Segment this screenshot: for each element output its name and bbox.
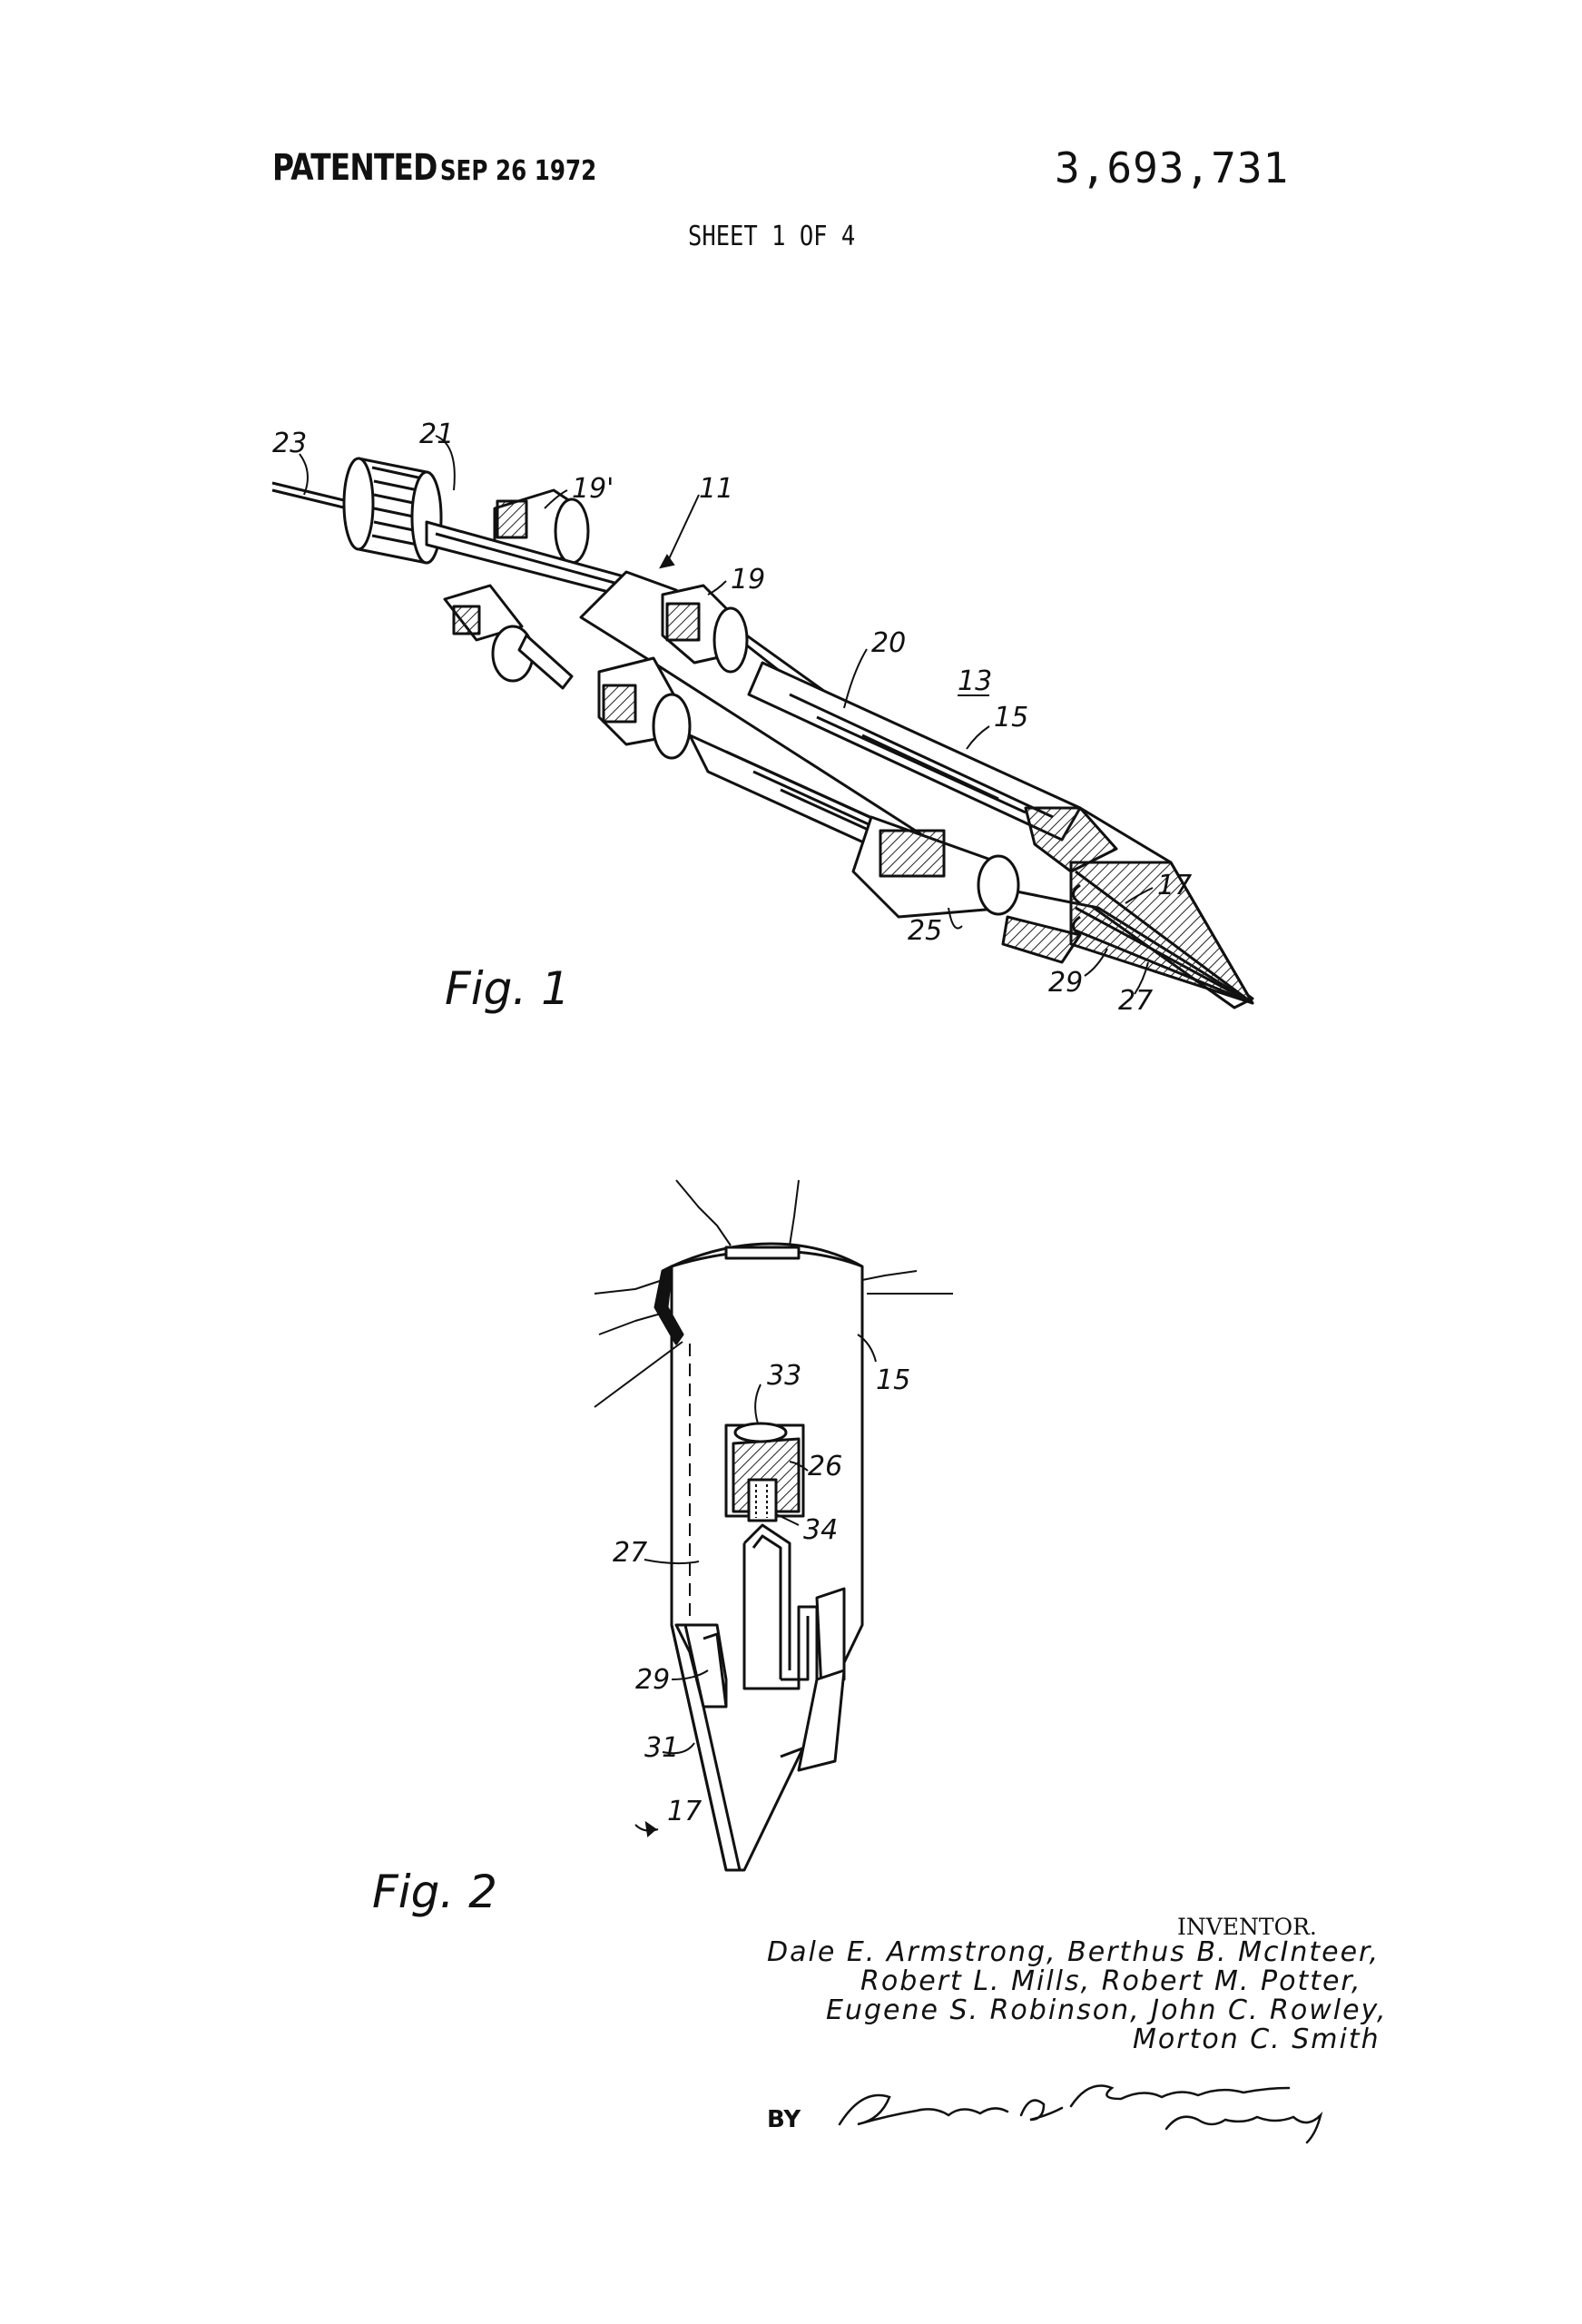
inventor-heading: INVENTOR. bbox=[1177, 1914, 1317, 1940]
ref-34: 34 bbox=[803, 1514, 838, 1546]
fig1-caption: Fig. 1 bbox=[445, 962, 570, 1015]
inventor-names-line-2: Robert L. Mills, Robert M. Potter, bbox=[860, 1965, 1362, 1997]
patented-label: PATENTED bbox=[272, 147, 437, 189]
ref-17: 17 bbox=[1157, 870, 1192, 901]
ref-15: 15 bbox=[994, 702, 1028, 734]
ref-29-fig2: 29 bbox=[635, 1664, 670, 1696]
fig1-drawing bbox=[271, 457, 1254, 1009]
ref-33: 33 bbox=[767, 1360, 801, 1392]
ref-25: 25 bbox=[908, 915, 942, 947]
inventor-names-line-3: Eugene S. Robinson, John C. Rowley, bbox=[826, 1994, 1388, 2026]
inventor-names-line-1: Dale E. Armstrong, Berthus B. McInteer, bbox=[767, 1936, 1381, 1968]
patent-number: 3,693,731 bbox=[1055, 143, 1290, 192]
ref-19-prime: 19' bbox=[572, 473, 614, 505]
ref-20: 20 bbox=[871, 627, 906, 659]
ref-31: 31 bbox=[644, 1732, 679, 1764]
fig2-drawing bbox=[594, 1179, 953, 1872]
ref-27-fig2: 27 bbox=[613, 1537, 647, 1569]
fig2-leader-lines bbox=[634, 1334, 877, 1837]
fig2-reference-numerals: 15 33 26 34 27 29 31 17 bbox=[613, 1360, 910, 1827]
ref-19: 19 bbox=[731, 564, 765, 596]
ref-13: 13 bbox=[958, 665, 992, 697]
ref-23: 23 bbox=[272, 428, 307, 459]
ref-21: 21 bbox=[419, 419, 454, 450]
ref-26: 26 bbox=[808, 1451, 842, 1482]
by-label: BY bbox=[767, 2106, 801, 2133]
attorney-signature bbox=[838, 2084, 1323, 2144]
inventor-names-line-4: Morton C. Smith bbox=[1133, 2024, 1381, 2055]
ref-27: 27 bbox=[1118, 985, 1153, 1017]
ref-17-fig2: 17 bbox=[667, 1796, 702, 1827]
fig1-leader-lines bbox=[299, 435, 1154, 995]
sheet-indicator: SHEET 1 OF 4 bbox=[688, 221, 856, 252]
fig2-caption: Fig. 2 bbox=[372, 1866, 497, 1918]
ref-29: 29 bbox=[1048, 967, 1083, 999]
fig1-reference-numerals: 23 21 19' 11 19 20 13 15 17 25 29 27 bbox=[272, 419, 1192, 1017]
ref-15-fig2: 15 bbox=[876, 1364, 910, 1396]
ref-11: 11 bbox=[699, 473, 733, 505]
patented-date: SEP 26 1972 bbox=[439, 155, 597, 187]
